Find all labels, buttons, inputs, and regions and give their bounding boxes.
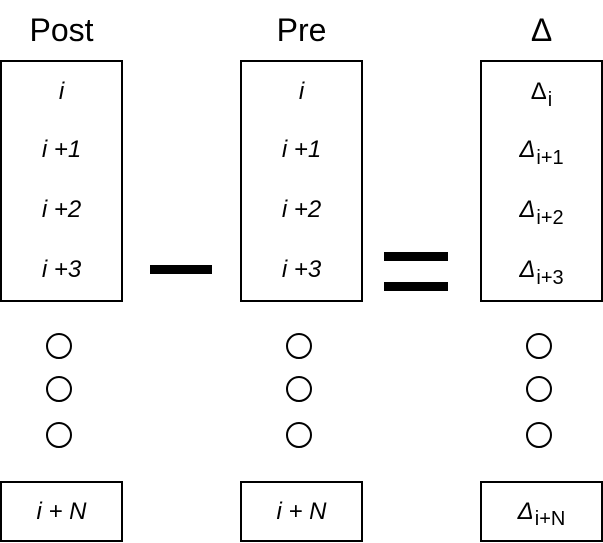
- ellipsis-circle: [46, 422, 72, 448]
- delta-symbol: Δ: [530, 78, 547, 105]
- minus-sign: [150, 265, 212, 274]
- pre-cell-i-plus-3: i +3: [240, 240, 363, 302]
- delta-subscript: i+2: [536, 206, 564, 229]
- ellipsis-circle: [286, 333, 312, 359]
- ellipsis-circle: [526, 422, 552, 448]
- ellipsis-circle: [526, 333, 552, 359]
- post-cell-i-plus-2: i +2: [0, 180, 123, 242]
- delta-symbol: Δ: [517, 497, 534, 525]
- delta-subscript: i: [547, 88, 553, 111]
- ellipsis-circle: [46, 376, 72, 402]
- post-cell-i-plus-n: i + N: [0, 481, 123, 542]
- pre-cell-i-plus-n: i + N: [240, 481, 363, 542]
- ellipsis-circle: [286, 422, 312, 448]
- pre-cell-i: i: [240, 60, 363, 124]
- ellipsis-circle: [526, 376, 552, 402]
- pre-header: Pre: [276, 12, 327, 48]
- post-cell-i-plus-3: i +3: [0, 240, 123, 302]
- post-cell-i-plus-1: i +1: [0, 120, 123, 182]
- post-cell-i: i: [0, 60, 123, 124]
- delta-symbol: Δ: [519, 256, 536, 283]
- ellipsis-circle: [46, 333, 72, 359]
- equals-sign-top-bar: [384, 252, 448, 261]
- pre-cell-i-plus-2: i +2: [240, 180, 363, 242]
- delta-subscript: i+3: [536, 266, 564, 289]
- delta-subscript: i+N: [534, 508, 566, 530]
- ellipsis-circle: [286, 376, 312, 402]
- post-header: Post: [29, 12, 94, 48]
- pre-cell-i-plus-1: i +1: [240, 120, 363, 182]
- delta-symbol: Δ: [519, 196, 536, 223]
- delta-header: Δ: [530, 12, 553, 48]
- delta-symbol: Δ: [519, 136, 536, 163]
- delta-subscript: i+1: [536, 146, 564, 169]
- equals-sign-bottom-bar: [384, 282, 448, 291]
